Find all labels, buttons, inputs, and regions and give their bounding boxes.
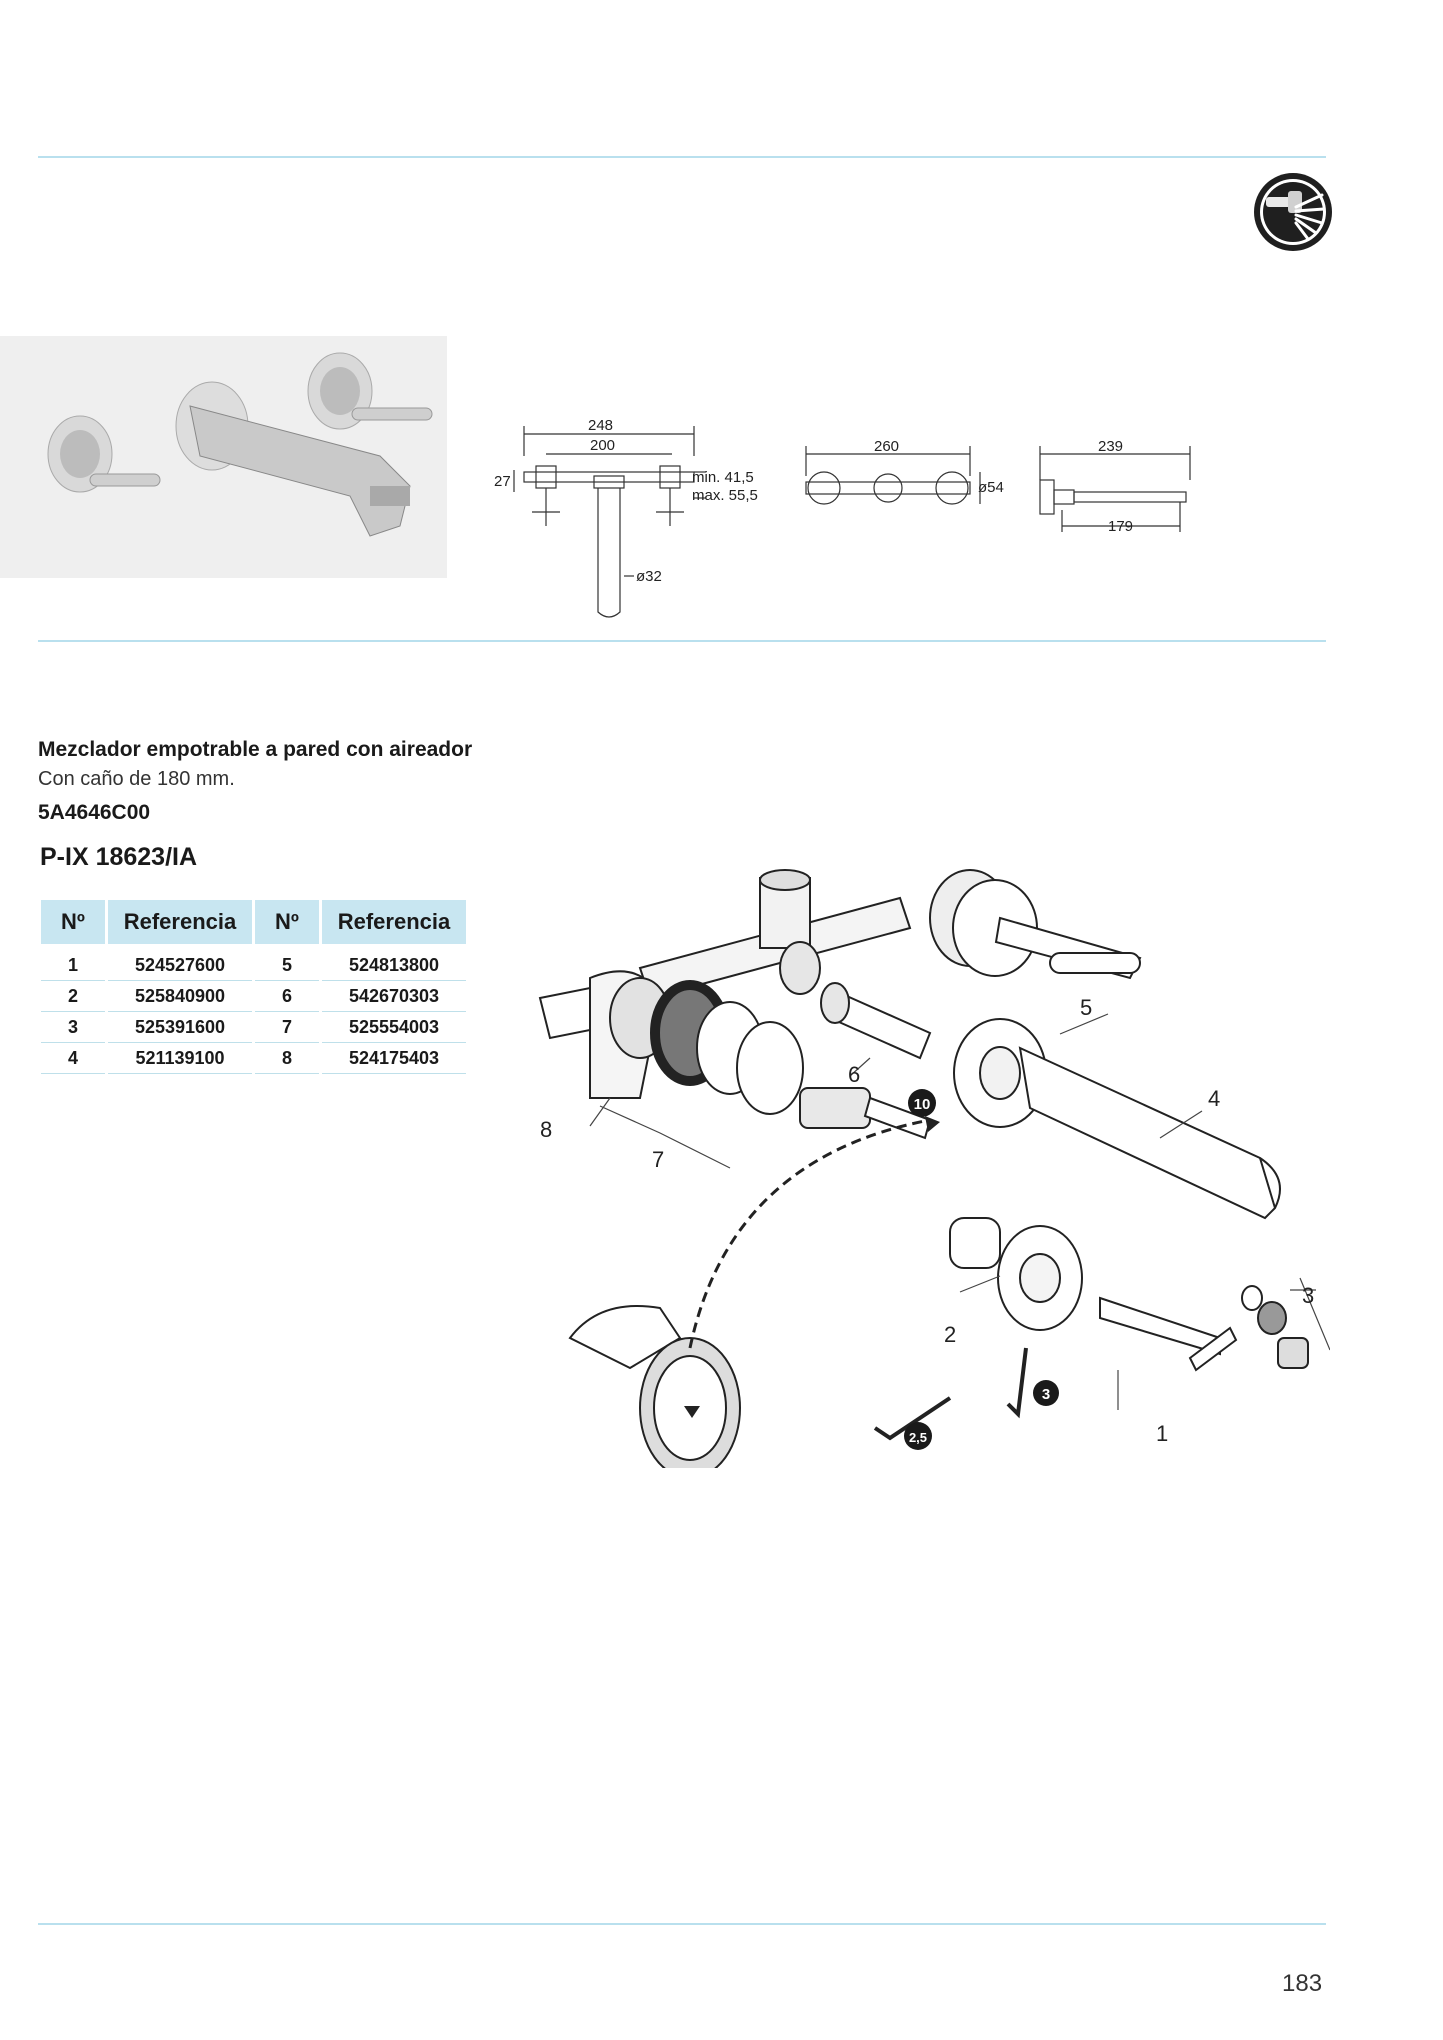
dimension-drawing-top: 260 ø54 (805, 440, 1004, 505)
table-row: 1 524527600 5 524813800 (41, 950, 466, 981)
dimension-label: max. 55,5 (692, 487, 758, 504)
dimension-label: 239 (1098, 440, 1123, 455)
part-number: 6 (255, 981, 319, 1012)
part-number: 7 (255, 1012, 319, 1043)
callout-label: 6 (848, 1062, 860, 1087)
callout-label: 7 (652, 1147, 664, 1172)
callout-label: 5 (1080, 995, 1092, 1020)
part-reference: 525840900 (108, 981, 252, 1012)
part-number: 4 (41, 1043, 105, 1074)
column-header: Nº (41, 900, 105, 950)
callout-label: 3 (1302, 1283, 1314, 1308)
part-number: 5 (255, 950, 319, 981)
section-divider (38, 640, 1326, 642)
shower-faucet-icon (1254, 173, 1332, 251)
tool-size-label: 3 (1042, 1386, 1050, 1403)
product-photo (0, 336, 447, 578)
parts-table: Nº Referencia Nº Referencia 1 524527600 … (38, 900, 469, 1074)
table-header-row: Nº Referencia Nº Referencia (41, 900, 466, 950)
hex-key-size-marker: 10 (908, 1089, 936, 1117)
dimension-label: 248 (588, 417, 613, 434)
part-reference: 521139100 (108, 1043, 252, 1074)
part-reference: 525391600 (108, 1012, 252, 1043)
part-reference: 542670303 (322, 981, 466, 1012)
table-row: 2 525840900 6 542670303 (41, 981, 466, 1012)
dimension-label: 27 (494, 473, 511, 490)
callout-label: 8 (540, 1117, 552, 1142)
dimension-label: min. 41,5 (692, 469, 754, 486)
product-title: Mezclador empotrable a pared con aireado… (38, 738, 473, 761)
exploded-parts-diagram: 10 3 2,5 1 2 3 4 5 6 7 8 (538, 869, 1330, 1468)
hex-key-size-marker: 2,5 (904, 1422, 932, 1450)
dimension-label: ø54 (978, 479, 1004, 496)
table-row: 3 525391600 7 525554003 (41, 1012, 466, 1043)
part-reference: 525554003 (322, 1012, 466, 1043)
tool-size-label: 2,5 (909, 1430, 927, 1445)
hex-key-size-marker: 3 (1033, 1380, 1059, 1406)
dimension-label: ø32 (636, 568, 662, 585)
dimension-drawing-front: 248 200 27 min. 41,5 max. 55,5 ø32 (494, 417, 758, 618)
part-number: 2 (41, 981, 105, 1012)
product-code: 5A4646C00 (38, 801, 151, 824)
top-divider (38, 156, 1326, 158)
part-number: 1 (41, 950, 105, 981)
dimension-label: 200 (590, 437, 615, 454)
column-header: Referencia (108, 900, 252, 950)
dimension-label: 179 (1108, 518, 1133, 535)
part-reference: 524175403 (322, 1043, 466, 1074)
tool-size-label: 10 (914, 1096, 931, 1113)
callout-label: 2 (944, 1322, 956, 1347)
product-subtitle: Con caño de 180 mm. (38, 768, 235, 790)
part-reference: 524813800 (322, 950, 466, 981)
column-header: Nº (255, 900, 319, 950)
column-header: Referencia (322, 900, 466, 950)
footer-divider (38, 1923, 1326, 1925)
dimension-label: 260 (874, 440, 899, 455)
page-number: 183 (1282, 1970, 1323, 1997)
table-row: 4 521139100 8 524175403 (41, 1043, 466, 1074)
part-reference: 524527600 (108, 950, 252, 981)
callout-label: 1 (1156, 1421, 1168, 1446)
dimension-drawing-side: 239 179 (1039, 440, 1191, 535)
callout-label: 4 (1208, 1086, 1220, 1111)
part-number: 3 (41, 1012, 105, 1043)
parts-sheet-code: P-IX 18623/IA (40, 843, 198, 871)
part-number: 8 (255, 1043, 319, 1074)
